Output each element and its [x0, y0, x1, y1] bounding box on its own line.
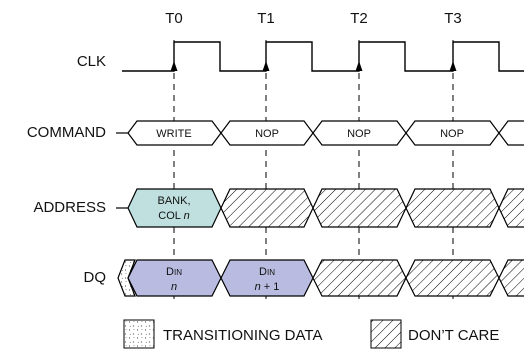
signal-label-address: ADDRESS: [33, 199, 106, 216]
legend-transitioning-label: TRANSITIONING DATA: [163, 327, 322, 344]
address-dont-care-cells: [220, 188, 524, 228]
command-nop-label-2: NOP: [347, 128, 371, 140]
command-cell-next: [498, 120, 524, 146]
dq-din-n-label: DIN: [166, 266, 182, 278]
clk-rising-edge-arrows: [170, 61, 457, 71]
legend-dont-care-label: DON’T CARE: [408, 327, 499, 344]
time-label-t0: T0: [165, 10, 183, 27]
command-write-label: WRITE: [156, 128, 191, 140]
signal-label-clk: CLK: [77, 53, 106, 70]
time-label-t2: T2: [350, 10, 368, 27]
time-label-t3: T3: [444, 10, 462, 27]
command-bus: [127, 120, 524, 146]
timing-reference-lines: [173, 40, 454, 300]
dq-din-n-index: n: [171, 281, 177, 293]
legend-dont-care-swatch: [370, 319, 402, 349]
dq-dont-care-cells: [312, 259, 524, 297]
command-nop-label-3: NOP: [440, 128, 464, 140]
time-label-t1: T1: [257, 10, 275, 27]
address-bank-label: BANK,: [157, 195, 190, 207]
command-nop-label-1: NOP: [255, 128, 279, 140]
signal-label-dq: DQ: [84, 269, 107, 286]
legend-transitioning-swatch: [123, 319, 155, 349]
address-col-label: COL n: [158, 210, 189, 222]
dq-din-n-plus-1-label: DIN: [259, 266, 275, 278]
clk-waveform: [122, 41, 524, 72]
signal-label-command: COMMAND: [27, 124, 106, 141]
dq-din-n-plus-1-index: n + 1: [255, 281, 280, 293]
